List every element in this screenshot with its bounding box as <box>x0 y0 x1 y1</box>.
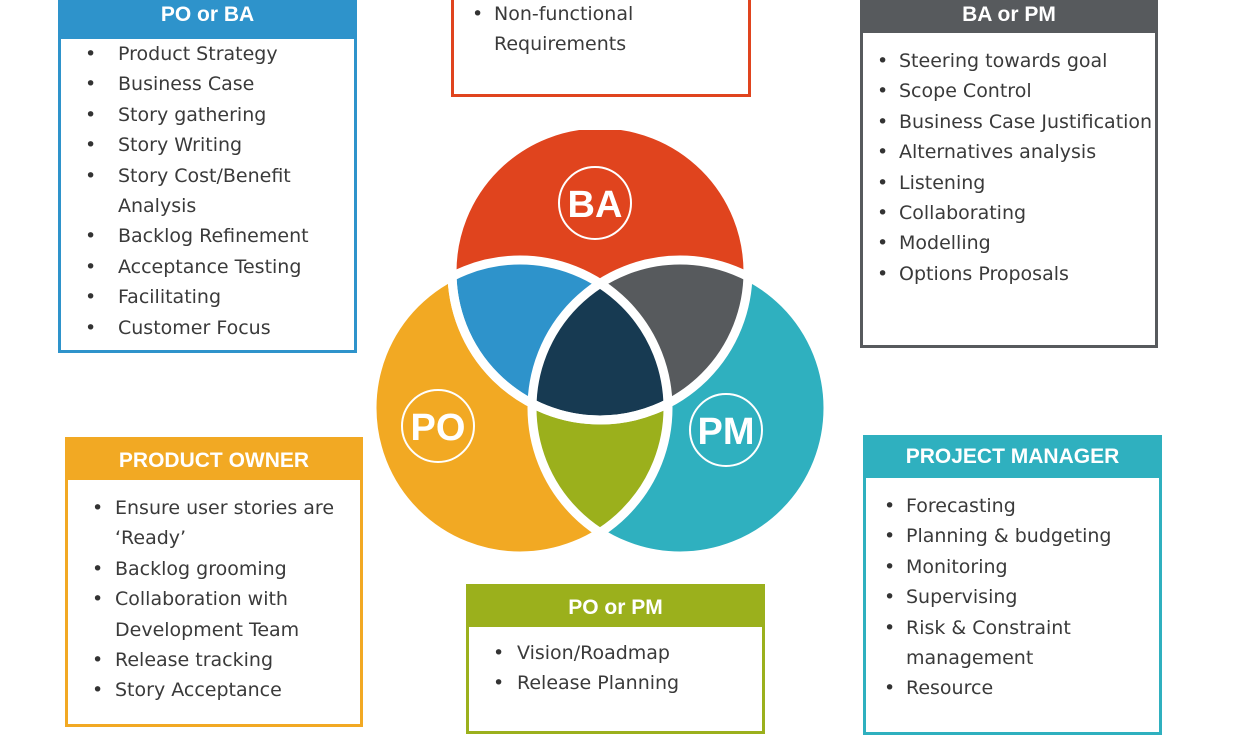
product-owner-list: Ensure user stories are ‘Ready’Backlog g… <box>68 480 360 706</box>
ba-or-pm-list: Steering towards goalScope ControlBusine… <box>863 33 1155 290</box>
po-or-pm-box: PO or PM Vision/RoadmapRelease Planning <box>466 584 765 734</box>
list-item: Listening <box>877 168 1155 199</box>
po-badge <box>401 389 475 463</box>
pm-label: PM <box>698 411 755 453</box>
list-item: Story Writing <box>85 130 354 161</box>
list-item: Collaboration with Development Team <box>92 584 360 645</box>
list-item: Forecasting <box>884 491 1159 522</box>
list-item: Customer Focus <box>85 313 354 344</box>
list-item: Collaborating <box>877 198 1155 229</box>
ba-box: Non-functional Requirements <box>451 0 751 97</box>
list-item: Steering towards goal <box>877 46 1155 77</box>
list-item: Backlog Refinement <box>85 221 354 252</box>
po-or-ba-box: PO or BA Product StrategyBusiness CaseSt… <box>58 0 357 353</box>
list-item: Options Proposals <box>877 259 1155 290</box>
list-item: Resource <box>884 673 1159 704</box>
list-item: Alternatives analysis <box>877 137 1155 168</box>
list-item: Release Planning <box>493 668 762 699</box>
po-or-pm-title: PO or PM <box>469 587 762 627</box>
po-or-ba-title: PO or BA <box>61 0 354 39</box>
list-item: Story Acceptance <box>92 675 360 706</box>
list-item: Story Cost/Benefit Analysis <box>85 161 354 222</box>
ba-or-pm-title: BA or PM <box>863 0 1155 33</box>
project-manager-title: PROJECT MANAGER <box>866 438 1159 478</box>
product-owner-box: PRODUCT OWNER Ensure user stories are ‘R… <box>65 437 363 727</box>
pm-badge <box>689 393 763 467</box>
list-item: Planning & budgeting <box>884 521 1159 552</box>
list-item: Business Case <box>85 69 354 100</box>
project-manager-box: PROJECT MANAGER ForecastingPlanning & bu… <box>863 435 1162 735</box>
list-item: Vision/Roadmap <box>493 638 762 669</box>
list-item: Ensure user stories are ‘Ready’ <box>92 493 360 554</box>
po-or-pm-list: Vision/RoadmapRelease Planning <box>469 627 762 699</box>
ba-or-pm-box: BA or PM Steering towards goalScope Cont… <box>860 0 1158 348</box>
list-item: Modelling <box>877 228 1155 259</box>
list-item: Facilitating <box>85 282 354 313</box>
project-manager-list: ForecastingPlanning & budgetingMonitorin… <box>866 478 1159 704</box>
po-or-ba-list: Product StrategyBusiness CaseStory gathe… <box>61 39 354 343</box>
list-item: Release tracking <box>92 645 360 676</box>
list-item: Product Strategy <box>85 39 354 70</box>
product-owner-title: PRODUCT OWNER <box>68 440 360 480</box>
list-item: Monitoring <box>884 552 1159 583</box>
venn-diagram: BA PO PM <box>367 130 833 560</box>
list-item: Supervising <box>884 582 1159 613</box>
list-item: Business Case Justification <box>877 107 1155 138</box>
po-label: PO <box>411 407 466 449</box>
ba-list: Non-functional Requirements <box>454 0 748 60</box>
list-item: Acceptance Testing <box>85 252 354 283</box>
list-item: Non-functional Requirements <box>472 0 748 60</box>
list-item: Risk & Constraint management <box>884 613 1159 674</box>
list-item: Scope Control <box>877 76 1155 107</box>
list-item: Backlog grooming <box>92 554 360 585</box>
list-item: Story gathering <box>85 100 354 131</box>
ba-badge <box>558 166 632 240</box>
ba-label: BA <box>568 184 623 226</box>
